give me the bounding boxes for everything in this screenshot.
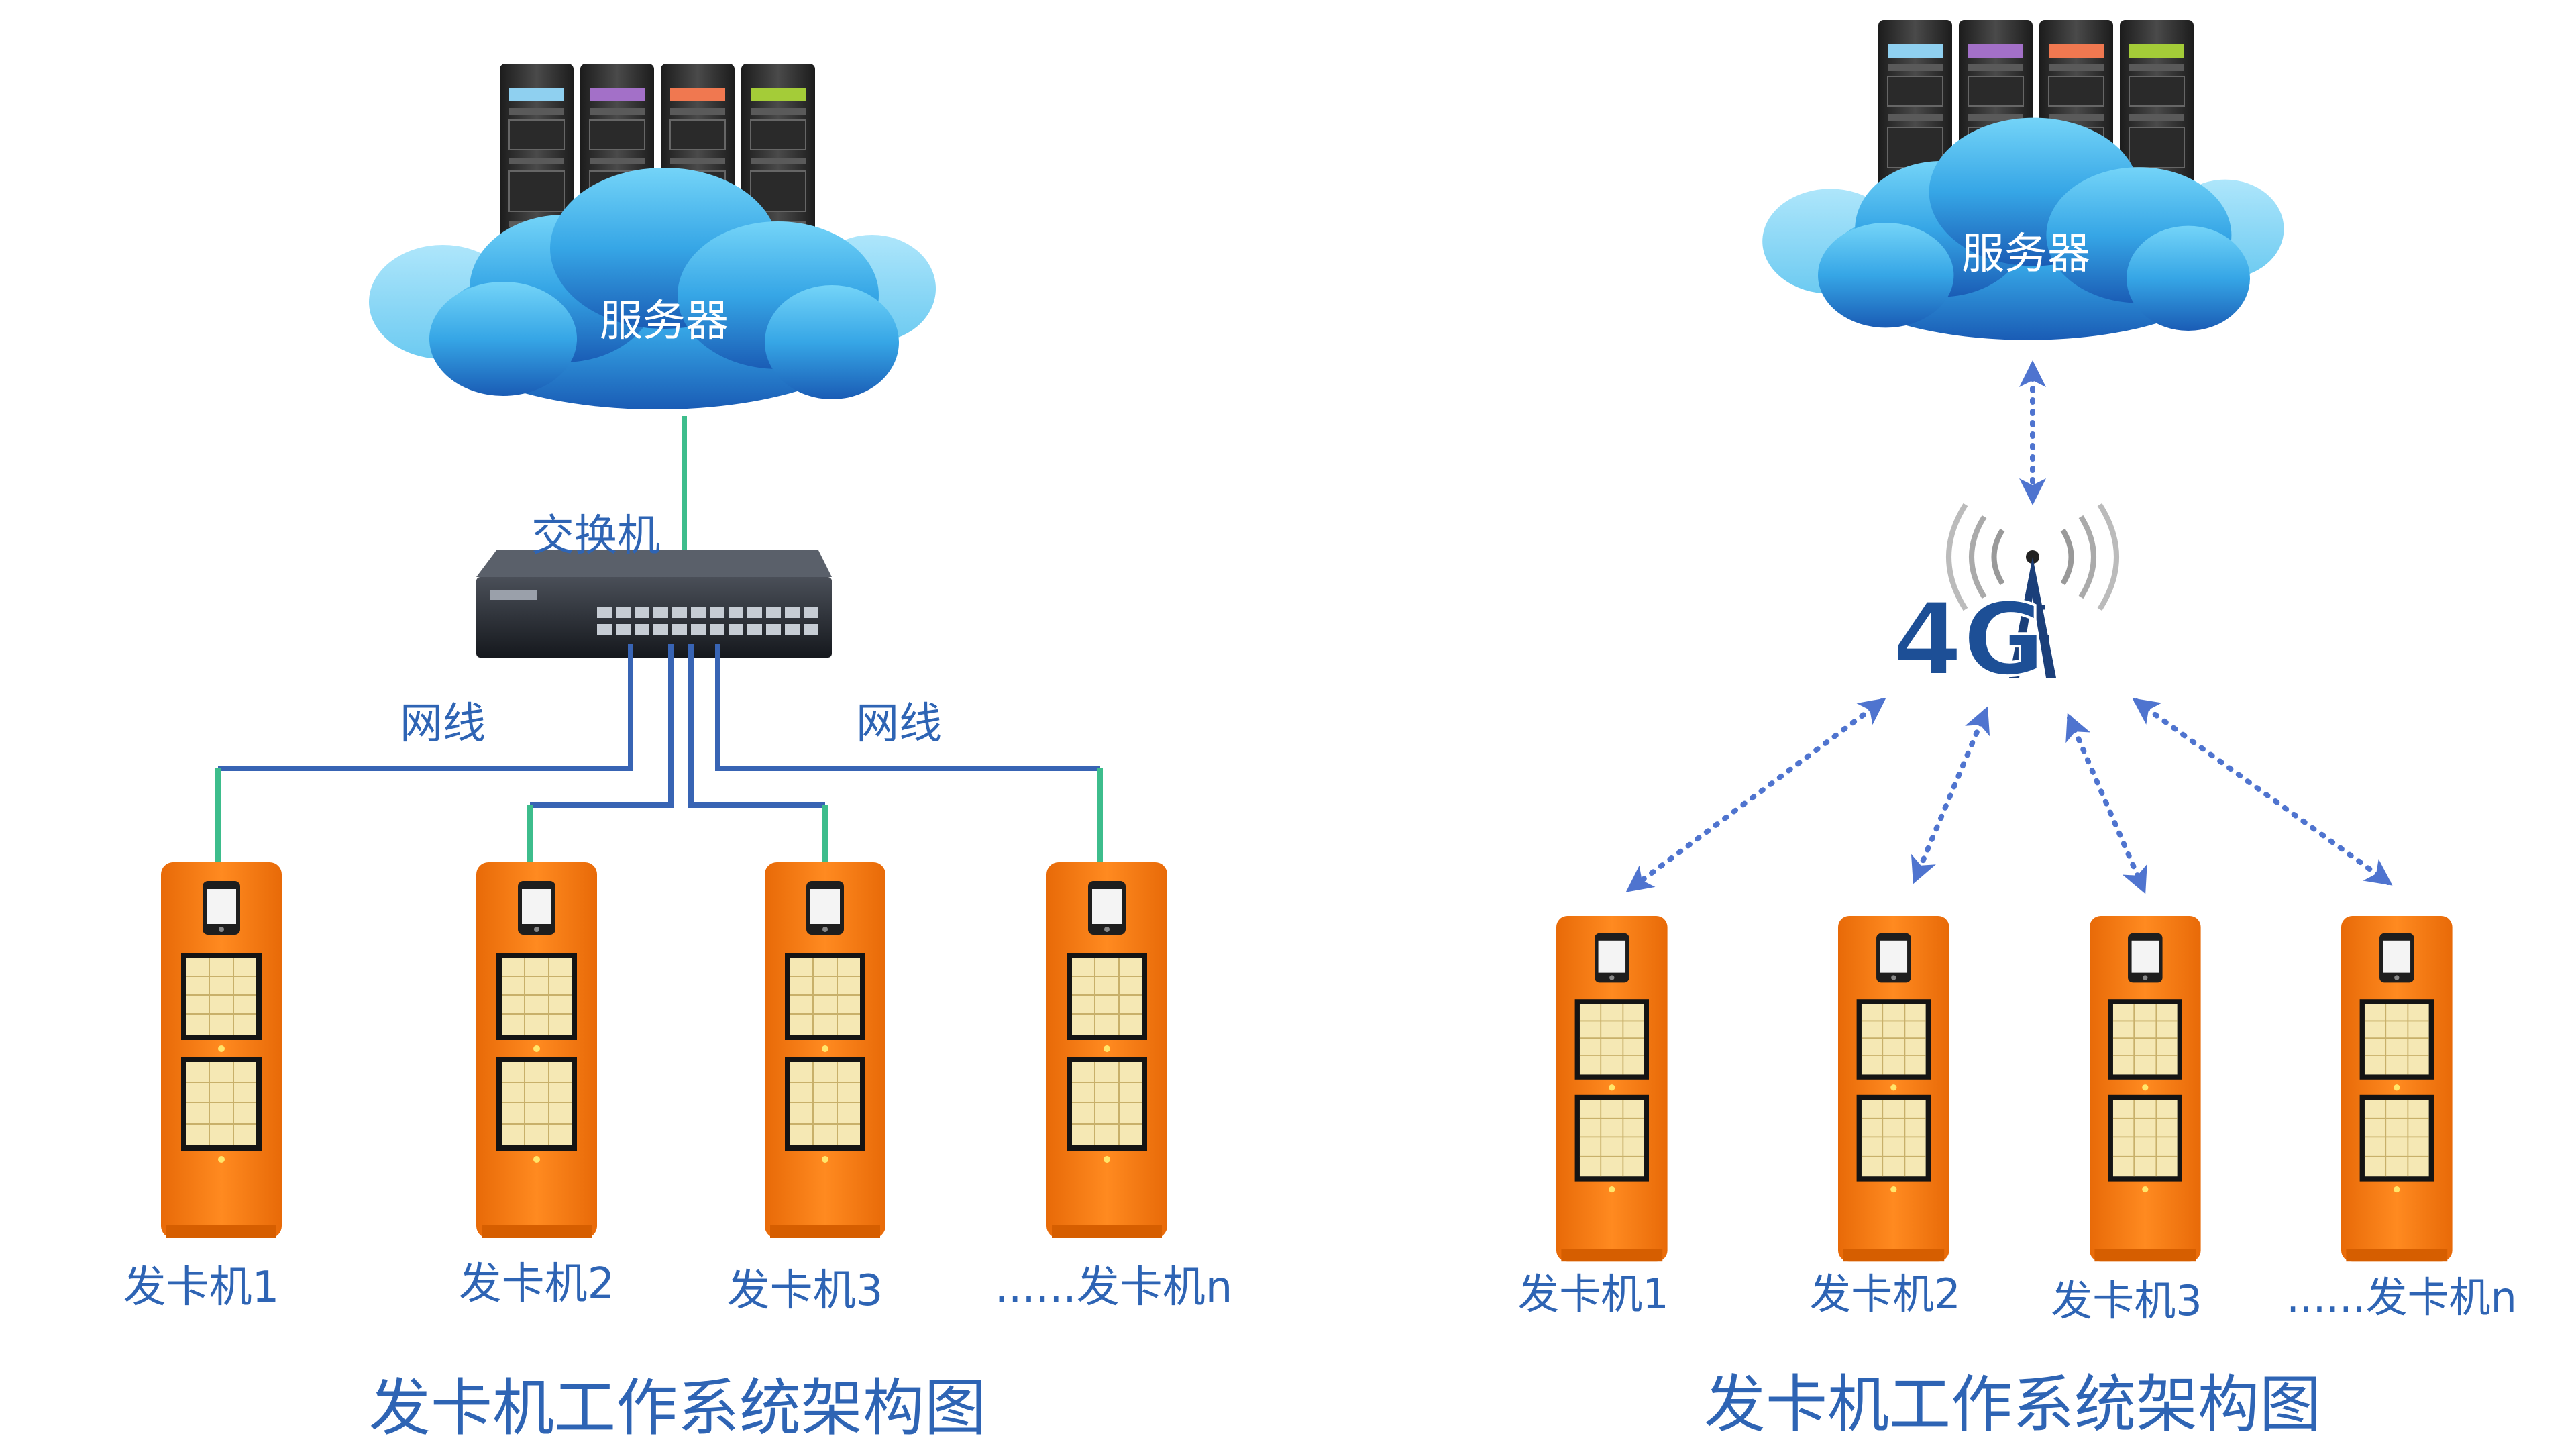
- right-kiosk-n: [2341, 915, 2453, 1263]
- left-switch-label: 交换机: [531, 511, 660, 561]
- left-kiosk-n: [1046, 862, 1168, 1239]
- right-caption: 发卡机工作系统架构图: [1704, 1369, 2321, 1441]
- left-cloud: [369, 168, 936, 409]
- left-cable-label-2: 网线: [856, 699, 942, 749]
- left-switch: [476, 550, 832, 658]
- left-cables: [215, 644, 1103, 866]
- left-kiosk-2: [476, 862, 598, 1239]
- right-diagram: 服务器 4G 发卡机1 发卡机2: [1517, 19, 2517, 1441]
- right-kiosk-1: [1556, 915, 1668, 1263]
- right-kiosk-label-1: 发卡机1: [1517, 1269, 1668, 1318]
- network-4g-label: 4G: [1892, 582, 2045, 698]
- cell-tower-icon: [1946, 503, 2119, 678]
- left-server-label: 服务器: [600, 297, 729, 346]
- left-kiosk-label-3: 发卡机3: [727, 1266, 883, 1316]
- left-kiosk-label-n: ......发卡机n: [995, 1263, 1233, 1312]
- right-wireless-links: [1625, 698, 2393, 894]
- right-kiosk-label-2: 发卡机2: [1809, 1269, 1960, 1318]
- right-kiosk-label-n: ......发卡机n: [2286, 1273, 2517, 1322]
- left-kiosk-1: [160, 862, 282, 1239]
- right-server-label: 服务器: [1962, 229, 2090, 279]
- right-kiosk-label-3: 发卡机3: [2051, 1276, 2202, 1325]
- left-cable-label-1: 网线: [400, 699, 486, 749]
- left-diagram: 服务器 交换机: [123, 63, 1233, 1444]
- left-caption: 发卡机工作系统架构图: [369, 1372, 986, 1444]
- left-kiosk-3: [764, 862, 886, 1239]
- left-kiosk-label-2: 发卡机2: [459, 1259, 615, 1309]
- left-kiosk-label-1: 发卡机1: [123, 1263, 280, 1312]
- right-kiosk-3: [2089, 915, 2202, 1263]
- right-kiosk-2: [1837, 915, 1950, 1263]
